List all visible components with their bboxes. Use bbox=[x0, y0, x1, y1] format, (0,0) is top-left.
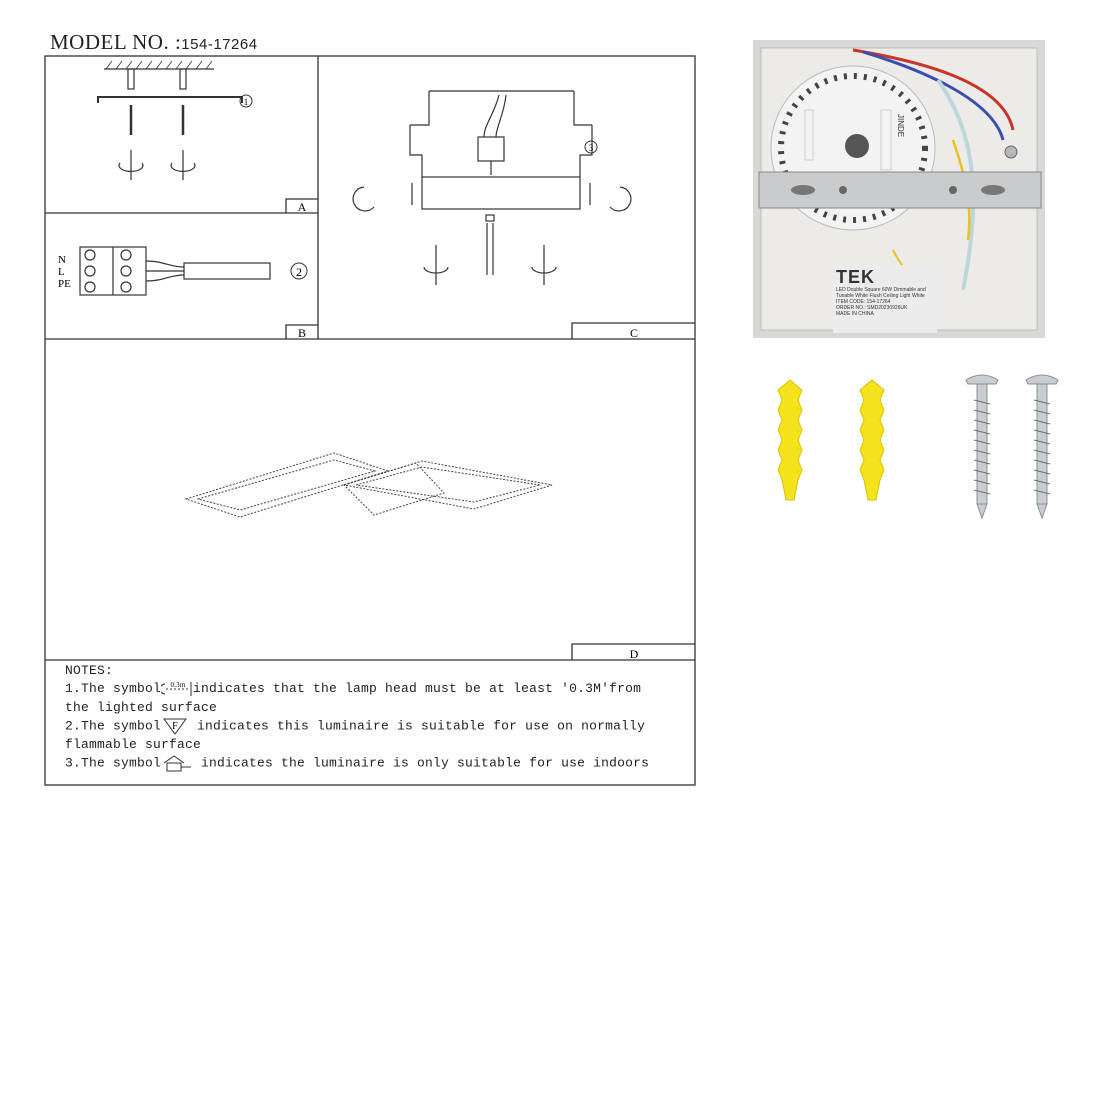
wall-plug-2 bbox=[859, 379, 885, 501]
indoor-use-house-icon bbox=[163, 755, 192, 772]
model-number-heading: MODEL NO. :154-17264 bbox=[50, 30, 258, 55]
panel-c-label: C bbox=[630, 326, 638, 340]
terminal-l: L bbox=[58, 266, 65, 278]
product-label-line-1: LED Double Square 60W Dimmable and bbox=[836, 287, 926, 293]
sheet-frame bbox=[44, 55, 696, 786]
note-2-continued: flammable surface bbox=[65, 736, 202, 752]
panel-a-label: A bbox=[298, 200, 307, 214]
terminal-pe: PE bbox=[58, 278, 71, 290]
driver-brand: JINDE bbox=[896, 114, 905, 137]
panel-d-label: D bbox=[630, 647, 639, 661]
panel-b-terminal-diagram bbox=[79, 246, 271, 296]
svg-text:F: F bbox=[172, 721, 178, 732]
panel-c-step: 3 bbox=[589, 143, 594, 153]
product-label: TEK LED Double Square 60W Dimmable and T… bbox=[833, 265, 937, 333]
wall-plug-1 bbox=[777, 379, 803, 501]
product-label-origin: MADE IN CHINA bbox=[836, 311, 874, 317]
panel-a-bracket-diagram bbox=[97, 60, 243, 180]
panel-c-mounting-diagram bbox=[352, 90, 632, 285]
panel-a-step: 1 bbox=[244, 97, 249, 107]
product-label-item-code: ITEM CODE: 154-17264 bbox=[836, 299, 891, 305]
model-number: 154-17264 bbox=[181, 36, 258, 53]
distance-symbol-icon: 0.3m bbox=[161, 681, 192, 696]
notes-heading: NOTES: bbox=[65, 663, 114, 678]
note-1-continued: the lighted surface bbox=[65, 699, 218, 715]
screw-1 bbox=[965, 374, 999, 520]
panel-b-step: 2 bbox=[296, 265, 302, 279]
panel-b-label: B bbox=[298, 326, 306, 340]
product-label-order-no: ORDER NO.: SMD20230926UK bbox=[836, 305, 908, 311]
product-label-line-2: Tunable White Flush Ceiling Light White bbox=[836, 293, 925, 299]
note-3: 3.The symbol indicates the luminaire is … bbox=[65, 755, 650, 772]
product-label-brand: TEK bbox=[836, 267, 875, 287]
terminal-n: N bbox=[58, 254, 66, 266]
flammable-surface-symbol-icon: F bbox=[163, 718, 188, 735]
installation-sheet: 1 A N L PE 2 B 3 C bbox=[44, 55, 696, 786]
panel-d-product-outline bbox=[184, 452, 553, 518]
svg-text:0.3m: 0.3m bbox=[171, 681, 186, 689]
fixing-parts bbox=[777, 374, 1059, 520]
fixture-back-photo: JINDE bbox=[753, 40, 1045, 338]
screw-2 bbox=[1025, 374, 1059, 520]
model-label: MODEL NO. : bbox=[50, 30, 182, 54]
